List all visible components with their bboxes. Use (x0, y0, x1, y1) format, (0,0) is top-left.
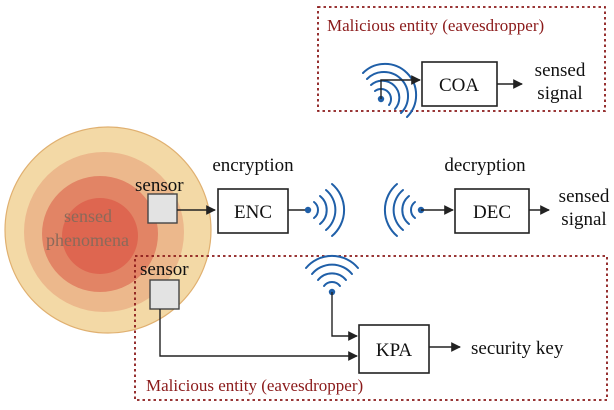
bottom-malicious-entity: sensor KPA security key Malicious entity… (134, 254, 608, 401)
enc-box (217, 188, 289, 234)
sensor-to-kpa-wire (159, 309, 358, 361)
sensed-phenomena: sensed phenomena (4, 126, 212, 334)
dec-label: DEC (473, 202, 511, 223)
antenna-waves-icon (304, 183, 346, 237)
coa-output-line1: sensed (535, 60, 586, 81)
antenna-to-kpa-wire (331, 292, 358, 341)
bottom-malicious-title: Malicious entity (eavesdropper) (146, 376, 363, 395)
sensor-top (147, 193, 178, 224)
encryption-caption: encryption (212, 155, 294, 176)
antenna-waves-icon (305, 254, 359, 296)
legitimate-path: sensor encryption ENC decryption DEC sen… (135, 155, 610, 237)
dec-box (454, 188, 530, 234)
kpa-label: KPA (376, 340, 413, 361)
security-key-label: security key (471, 338, 564, 359)
sensor-bottom (149, 279, 180, 310)
antenna-waves-icon (362, 62, 418, 118)
coa-label: COA (439, 75, 479, 96)
top-malicious-entity: Malicious entity (eavesdropper) COA sens… (317, 6, 606, 118)
phenomena-core (62, 198, 138, 274)
enc-label: ENC (234, 202, 272, 223)
dec-output-line1: sensed (559, 186, 610, 207)
sensor-label-top: sensor (135, 175, 184, 196)
top-malicious-border (317, 6, 606, 112)
decryption-caption: decryption (444, 155, 526, 176)
phenomena-label-line2: phenomena (46, 230, 129, 250)
coa-box (421, 61, 498, 107)
antenna-waves-icon (383, 183, 425, 237)
sensor-label-bottom: sensor (140, 259, 189, 280)
coa-input-wire (380, 75, 421, 99)
top-malicious-title: Malicious entity (eavesdropper) (327, 16, 544, 35)
dec-output-line2: signal (561, 209, 606, 230)
coa-output-line2: signal (537, 83, 582, 104)
kpa-box (358, 324, 430, 374)
phenomena-label-line1: sensed (64, 206, 112, 226)
